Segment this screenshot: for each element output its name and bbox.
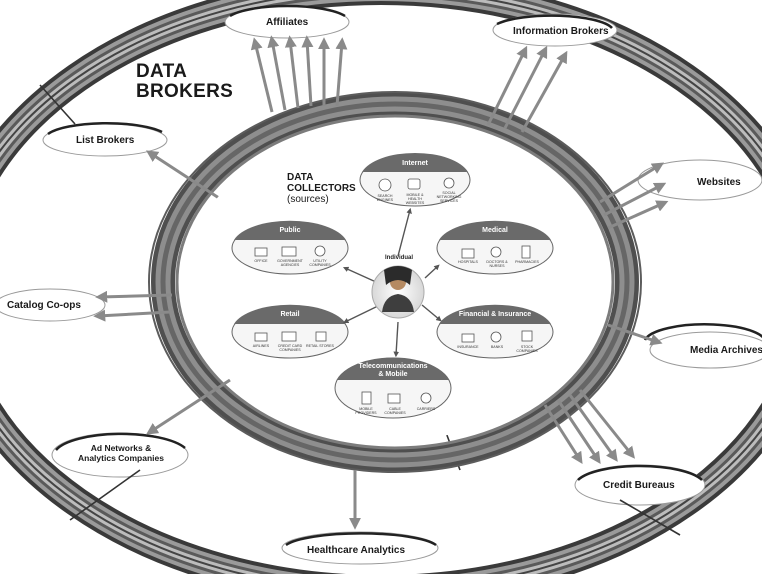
collector-title-telecom-line1: Telecommunications: [358, 363, 428, 370]
collector-title-medical: Medical: [482, 227, 508, 234]
collector-bubbles: [231, 152, 554, 419]
collector-icons: [254, 177, 533, 405]
collector-item: GOVERNMENT AGENCIES: [277, 259, 303, 267]
collector-item: AIRLINES: [252, 344, 270, 348]
individual-figure: [371, 265, 425, 319]
broker-label-affiliates: Affiliates: [266, 17, 309, 28]
collector-title-internet: Internet: [402, 160, 428, 167]
collector-title-telecom-line2: & Mobile: [378, 371, 408, 378]
collector-item: UTILITY COMPANIES: [309, 259, 331, 267]
broker-label-catalog-coops: Catalog Co-ops: [7, 300, 81, 311]
middle-ring: [148, 91, 642, 473]
broker-label-list-brokers: List Brokers: [76, 135, 135, 146]
broker-label-healthcare-analytics: Healthcare Analytics: [307, 545, 406, 556]
data-brokers-title-line2: BROKERS: [136, 81, 234, 102]
data-collectors-title-line3: (sources): [287, 194, 329, 205]
broker-label-websites: Websites: [697, 177, 741, 188]
broker-bubbles: [0, 5, 762, 565]
individual-label: Individual: [385, 255, 414, 261]
collector-item: SEARCH ENGINES: [376, 194, 394, 202]
collector-item: CABLE COMPANIES: [384, 407, 406, 415]
collector-title-financial: Financial & Insurance: [458, 311, 532, 318]
data-collectors-title-line2: COLLECTORS: [287, 183, 356, 194]
collector-item: MOBILE PROVIDERS: [355, 407, 377, 415]
collector-item: INSURANCE: [457, 345, 479, 349]
collector-item: SOCIAL NETWORKING SERVICES: [436, 191, 462, 203]
collector-item: DOCTORS & NURSES: [486, 260, 508, 268]
broker-bubble-shadows: [47, 4, 762, 547]
broker-label-ad-networks: Ad Networks & Analytics Companies: [78, 443, 164, 463]
broker-arrows: [93, 35, 669, 530]
collector-item: CARRIERS: [416, 407, 436, 411]
data-collectors-title: DATA COLLECTORS (sources): [287, 172, 356, 205]
collector-title-telecom: Telecommunications & Mobile: [353, 363, 433, 379]
collector-item: RETAIL STORES: [306, 344, 334, 348]
collector-item: OFFICE: [254, 259, 268, 263]
data-collectors-title-line1: DATA: [287, 172, 314, 183]
broker-label-credit-bureaus: Credit Bureaus: [603, 480, 675, 491]
collector-item: PHARMACIES: [515, 260, 539, 264]
collector-item: STOCK COMPANIES: [516, 345, 538, 353]
collector-item: MOBILE & HEALTH WEBSITES: [405, 193, 425, 205]
individual-arrows: [342, 207, 442, 358]
broker-label-media-archives: Media Archives: [690, 345, 762, 356]
broker-label-information-brokers: Information Brokers: [513, 26, 609, 37]
collector-item: CREDIT CARD COMPANIES: [277, 344, 303, 352]
collector-title-public: Public: [279, 227, 301, 234]
broker-label-ad-networks-line1: Ad Networks &: [90, 443, 152, 453]
data-brokers-title-line1: DATA: [136, 61, 188, 82]
collector-item: BANKS: [490, 345, 504, 349]
collector-title-retail: Retail: [280, 311, 300, 318]
data-brokers-title: DATA BROKERS: [136, 62, 233, 102]
collector-item: HOSPITALS: [458, 260, 478, 264]
broker-label-ad-networks-line2: Analytics Companies: [78, 453, 164, 463]
